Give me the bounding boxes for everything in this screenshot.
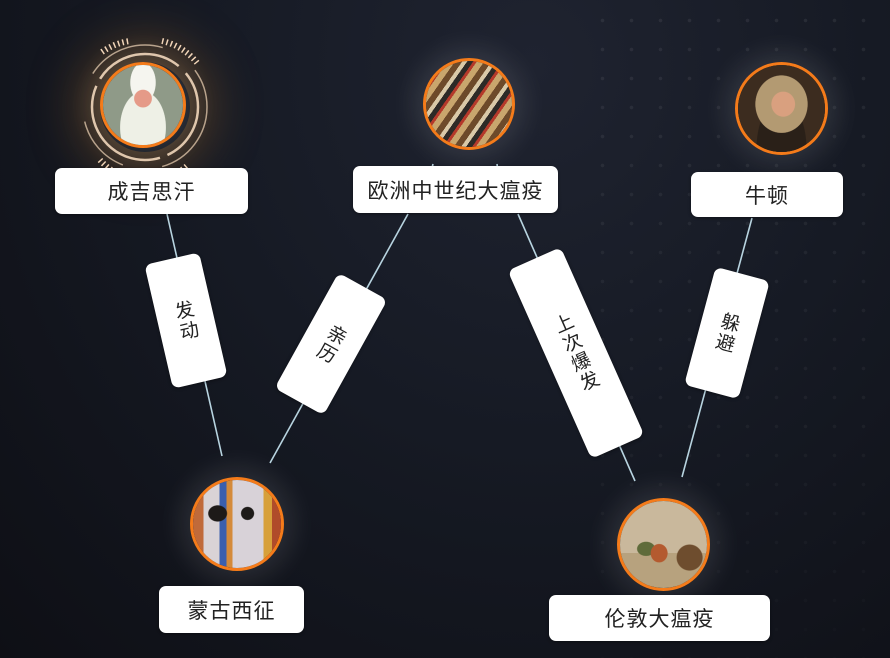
avatar-black-death[interactable] xyxy=(423,58,515,150)
edge-label-text: 发动 xyxy=(170,297,201,344)
edge-label-text: 躲避 xyxy=(710,309,743,357)
node-label: 成吉思汗 xyxy=(55,168,248,214)
node-label: 伦敦大瘟疫 xyxy=(549,595,770,641)
edge-label-text: 亲历 xyxy=(310,320,351,368)
avatar-genghis-khan[interactable] xyxy=(100,62,186,148)
node-label: 欧洲中世纪大瘟疫 xyxy=(353,166,558,213)
avatar-london-plague[interactable] xyxy=(617,498,710,591)
avatar-newton[interactable] xyxy=(735,62,828,155)
avatar-mongol-western-campaign[interactable] xyxy=(190,477,284,571)
node-label: 牛顿 xyxy=(691,172,843,217)
node-label: 蒙古西征 xyxy=(159,586,304,633)
